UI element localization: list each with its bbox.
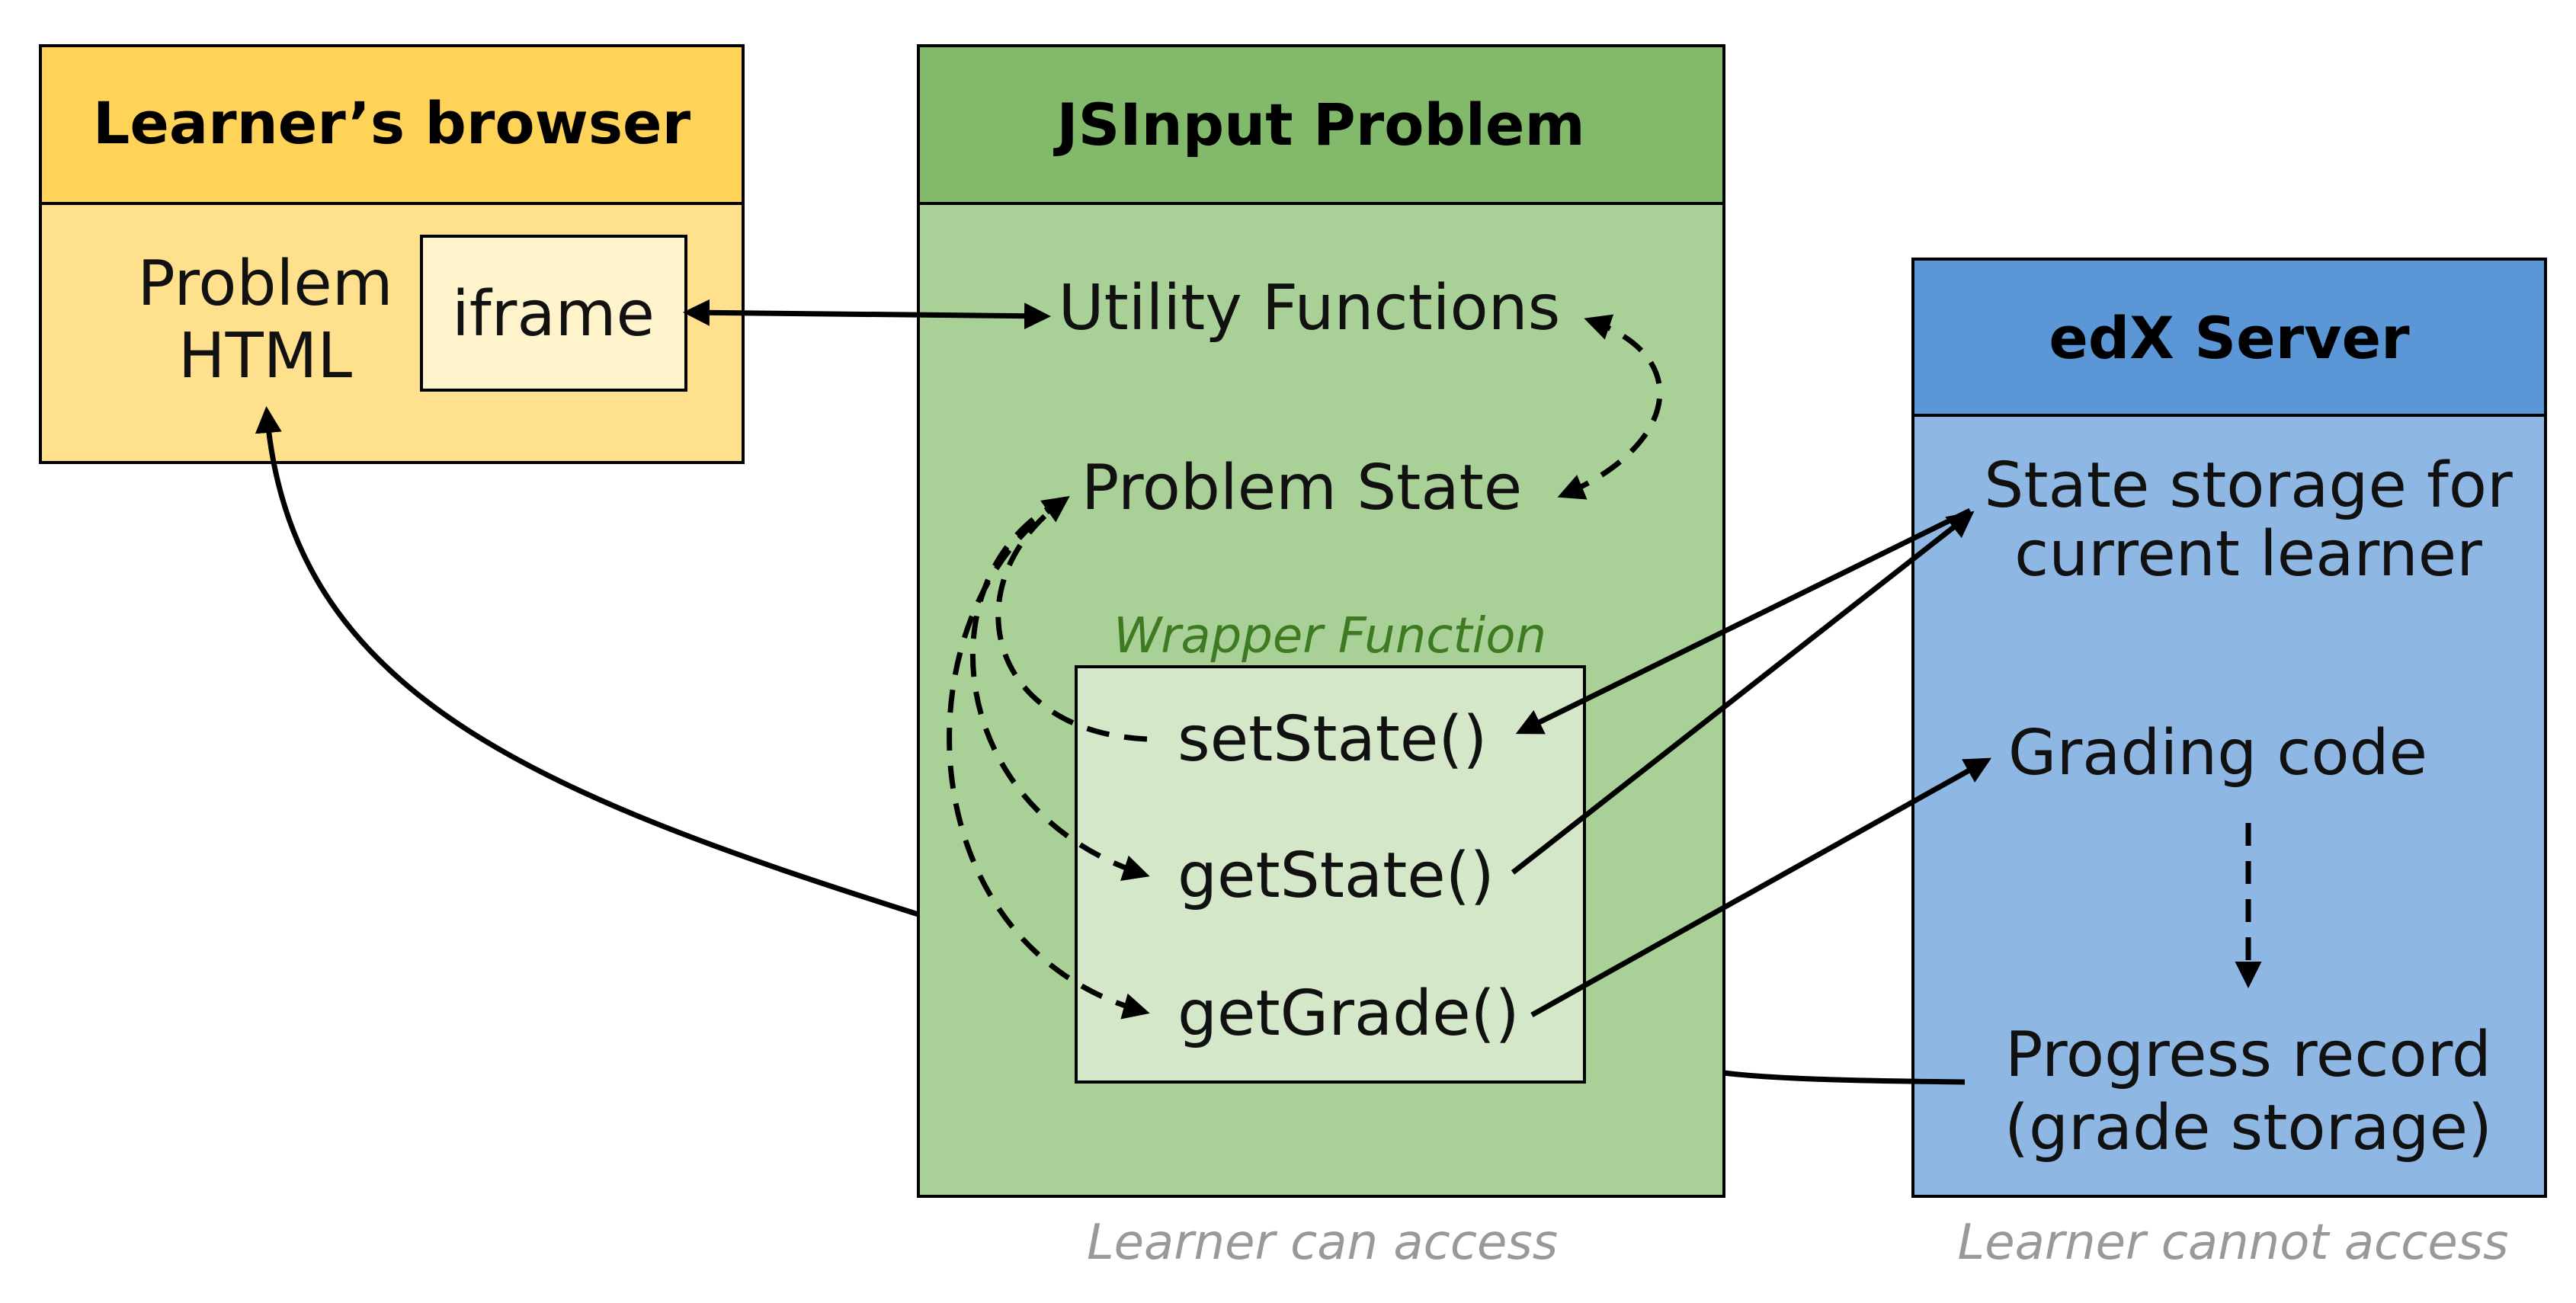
get-state-label: getState() xyxy=(1177,840,1495,912)
browser-header xyxy=(39,44,745,205)
problem-html-line2: HTML xyxy=(178,320,352,392)
server-title: edX Server xyxy=(2049,304,2410,372)
get-grade-label: getGrade() xyxy=(1177,978,1520,1050)
learner-can-access-caption: Learner can access xyxy=(1087,1215,1558,1271)
edx-server-panel: edX Server State storage for current lea… xyxy=(1911,258,2547,1271)
problem-html-line1: Problem xyxy=(137,248,392,320)
jsinput-title: JSInput Problem xyxy=(1053,91,1584,158)
problem-state-to-getstate-arrow xyxy=(970,496,1150,881)
problem-state-label: Problem State xyxy=(1081,452,1522,524)
learners-browser-panel: Learner’s browser Problem HTML iframe xyxy=(39,44,745,464)
iframe-label: iframe xyxy=(452,278,655,351)
getstate-to-state-storage-arrow xyxy=(1511,511,1975,875)
utility-functions-label: Utility Functions xyxy=(1059,272,1561,344)
progress-to-problem-html-connector xyxy=(1723,1070,1966,1085)
state-storage-to-setstate-arrow xyxy=(1515,507,1972,735)
browser-title: Learner’s browser xyxy=(93,89,691,157)
state-storage-line1: State storage for xyxy=(1984,450,2513,522)
grading-code-label: Grading code xyxy=(2008,717,2427,789)
learner-cannot-access-caption: Learner cannot access xyxy=(1958,1215,2509,1271)
wrapper-function-box xyxy=(1075,665,1586,1084)
progress-record-line1: Progress record xyxy=(2005,1019,2491,1091)
wrapper-function-title: Wrapper Function xyxy=(1113,608,1546,664)
set-state-label: setState() xyxy=(1177,703,1487,776)
state-storage-line2: current learner xyxy=(2014,518,2482,591)
getgrade-to-grading-code-arrow xyxy=(1530,757,1992,1018)
jsinput-problem-panel: JSInput Problem Utility Functions Proble… xyxy=(917,44,1725,1271)
iframe-box xyxy=(420,235,687,392)
iframe-utility-arrow xyxy=(683,299,1051,330)
server-body xyxy=(1911,414,2547,1198)
progress-record-line2: (grade storage) xyxy=(2004,1092,2492,1164)
jsinput-header xyxy=(917,44,1725,205)
utility-problem-state-arrow xyxy=(1557,314,1663,500)
jsinput-to-problem-html-arrow xyxy=(255,406,920,917)
problem-state-to-getgrade-arrow xyxy=(947,497,1150,1020)
